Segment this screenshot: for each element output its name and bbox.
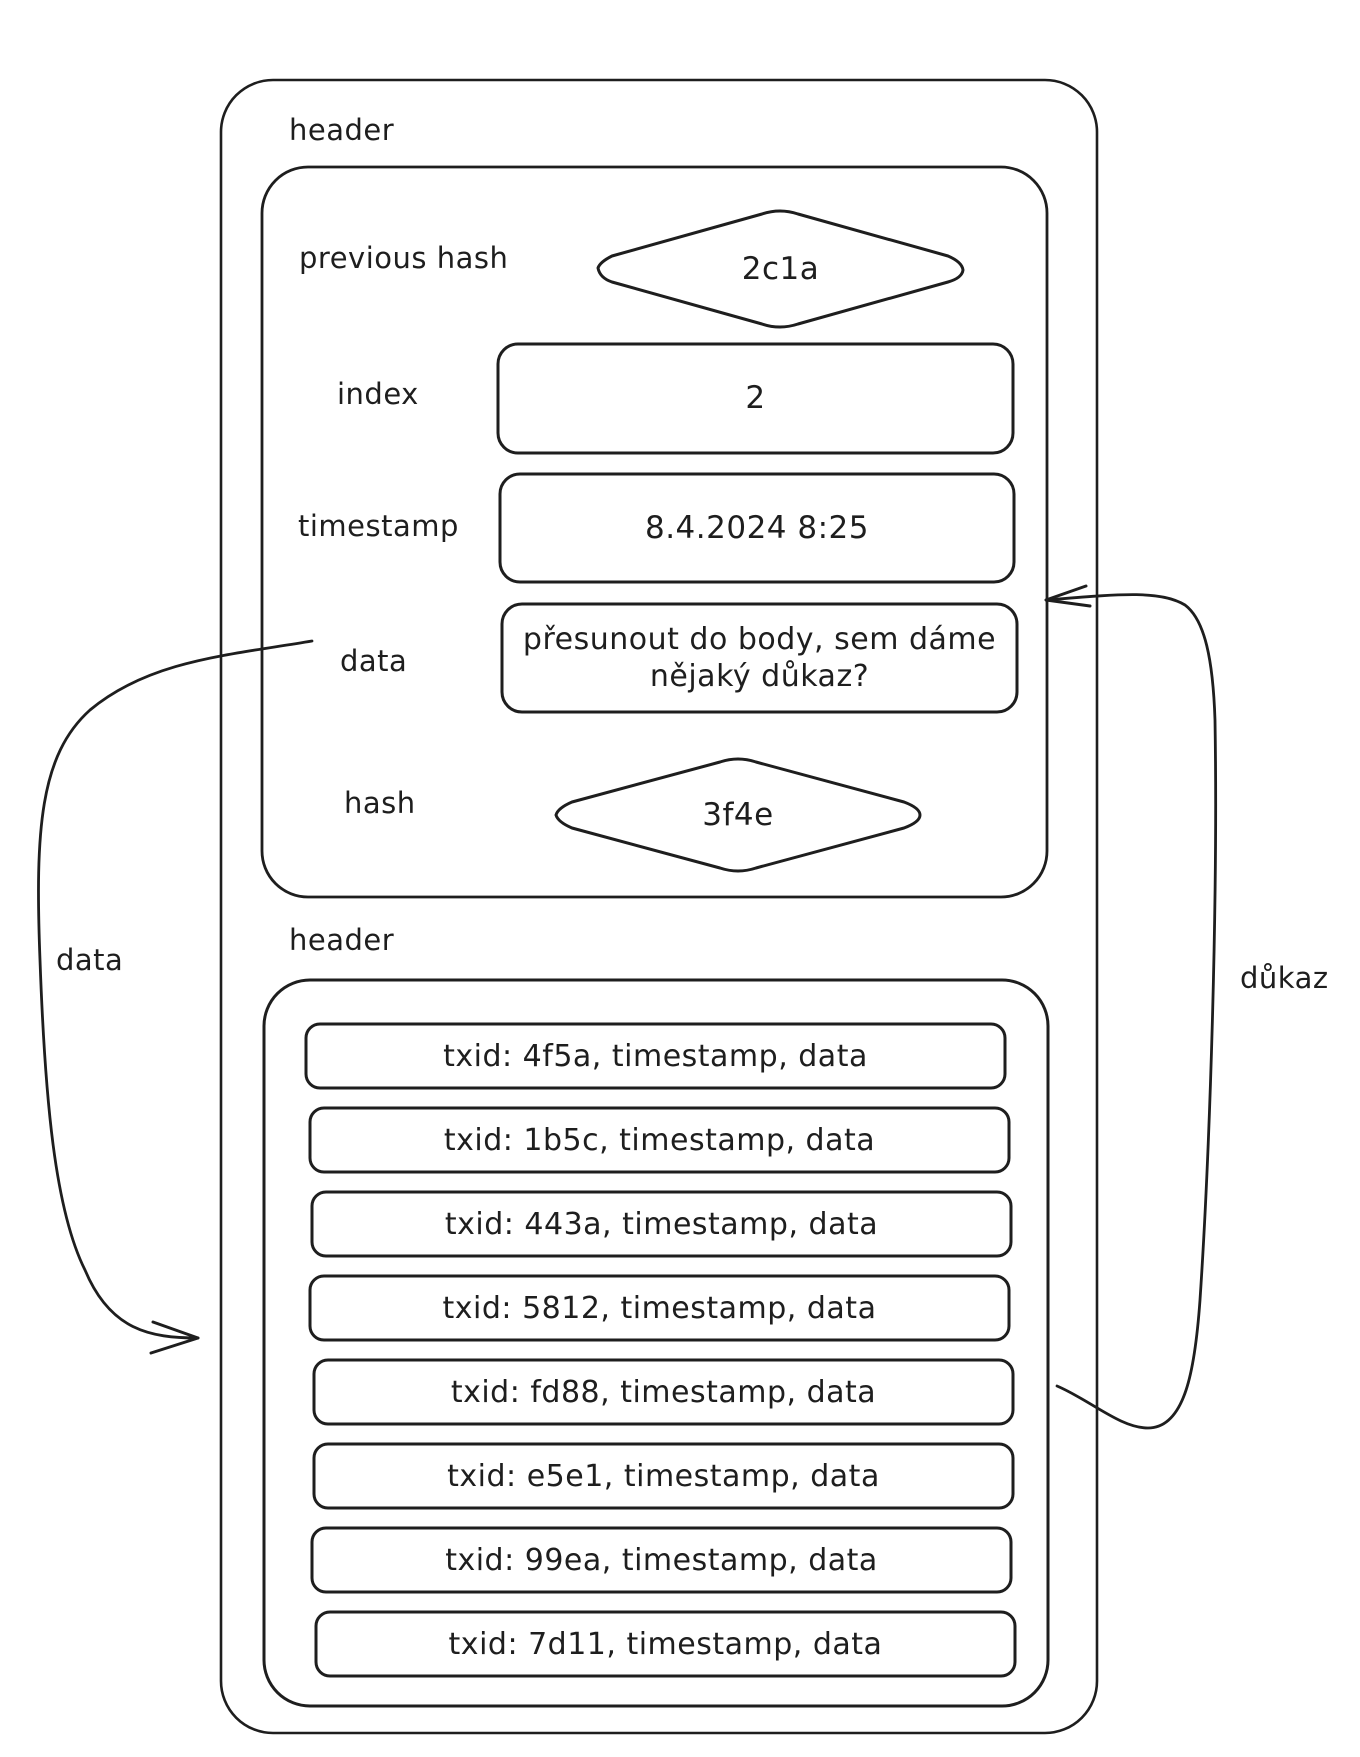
- transaction-row[interactable]: txid: 443a, timestamp, data: [444, 1206, 879, 1242]
- transaction-row[interactable]: txid: 4f5a, timestamp, data: [443, 1038, 868, 1074]
- transaction-row[interactable]: txid: fd88, timestamp, data: [450, 1374, 877, 1410]
- previous-hash-label: previous hash: [299, 241, 509, 275]
- transaction-row[interactable]: txid: 1b5c, timestamp, data: [443, 1122, 876, 1158]
- hash-diamond[interactable]: [554, 757, 922, 873]
- transaction-row[interactable]: txid: 5812, timestamp, data: [442, 1290, 877, 1326]
- proof-arrow-label: důkaz: [1240, 961, 1329, 995]
- index-value: 2: [745, 380, 766, 417]
- transaction-row[interactable]: txid: e5e1, timestamp, data: [447, 1458, 880, 1494]
- body-box[interactable]: [262, 978, 1050, 1708]
- data-label: data: [340, 644, 408, 678]
- block-header-label: header: [289, 113, 395, 147]
- transaction-box[interactable]: [304, 1022, 1007, 1090]
- timestamp-box[interactable]: [498, 472, 1016, 584]
- data-value-line-1: přesunout do body, sem dáme: [522, 621, 997, 657]
- transaction-box[interactable]: [308, 1106, 1011, 1174]
- transaction-box[interactable]: [314, 1610, 1017, 1678]
- transaction-box[interactable]: [310, 1190, 1013, 1258]
- data-arrow-head: [149, 1320, 200, 1355]
- previous-hash-diamond[interactable]: [596, 209, 965, 329]
- data-box[interactable]: [500, 602, 1019, 714]
- previous-hash-value: 2c1a: [741, 251, 820, 288]
- data-value: přesunout do body, sem dáme nějaký důkaz…: [502, 604, 1017, 712]
- index-box[interactable]: [496, 342, 1015, 455]
- timestamp-value: 8.4.2024 8:25: [644, 509, 869, 546]
- hash-label: hash: [344, 786, 416, 820]
- transaction-box[interactable]: [312, 1442, 1015, 1510]
- block-outer-frame[interactable]: [219, 78, 1099, 1735]
- hash-value: 3f4e: [702, 796, 774, 833]
- transaction-box[interactable]: [308, 1274, 1011, 1342]
- proof-arrow-line: [1044, 593, 1218, 1430]
- body-header-label: header: [289, 923, 395, 957]
- data-arrow-label: data: [56, 943, 124, 977]
- data-value-line-2: nějaký důkaz?: [649, 659, 870, 694]
- transaction-box[interactable]: [310, 1526, 1013, 1594]
- timestamp-label: timestamp: [298, 509, 459, 543]
- proof-arrow-head: [1044, 584, 1092, 608]
- transaction-box[interactable]: [312, 1358, 1015, 1426]
- transaction-row[interactable]: txid: 99ea, timestamp, data: [445, 1542, 878, 1578]
- header-box[interactable]: [260, 165, 1049, 899]
- data-arrow-line: [37, 639, 314, 1340]
- index-label: index: [337, 377, 419, 411]
- transaction-row[interactable]: txid: 7d11, timestamp, data: [448, 1626, 883, 1662]
